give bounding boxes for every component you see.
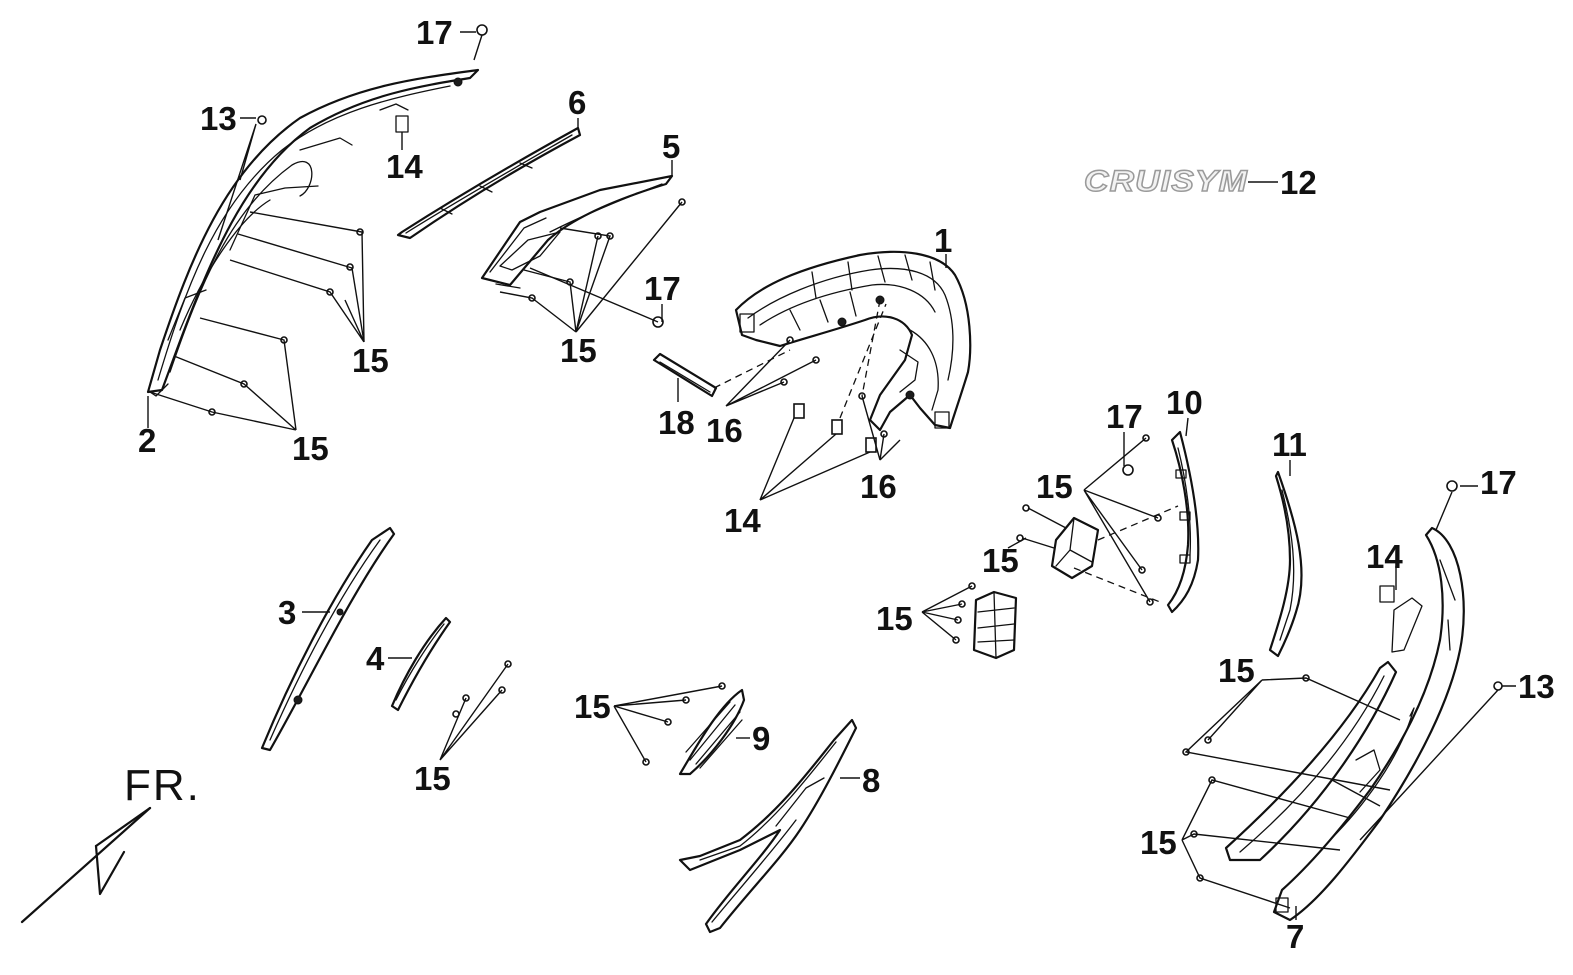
front-direction-indicator: FR. — [20, 761, 201, 924]
callout-1: 1 — [934, 222, 952, 259]
callout-15: 15 — [414, 760, 451, 797]
callout-15: 15 — [1036, 468, 1073, 505]
callout-18: 18 — [658, 404, 695, 441]
part-12-emblem: CRUISYM — [1083, 164, 1248, 198]
part-lamp-unit — [972, 590, 1018, 660]
bolt-17-top — [476, 24, 488, 36]
part-7-right-side-rail — [1224, 526, 1465, 922]
clip-13-right — [1493, 681, 1503, 691]
callout-15: 15 — [560, 332, 597, 369]
clip-13-left — [257, 115, 267, 125]
bolt-17-right — [1122, 464, 1134, 476]
callout-10: 10 — [1166, 384, 1203, 421]
callout-14: 14 — [1366, 538, 1403, 575]
callout-14: 14 — [724, 502, 761, 539]
callout-labels: 17 13 14 6 5 12 1 15 15 17 2 15 18 16 17… — [138, 14, 1555, 955]
part-3-long-trim — [260, 526, 396, 752]
callout-3: 3 — [278, 594, 296, 631]
callout-17: 17 — [1480, 464, 1517, 501]
callout-15: 15 — [982, 542, 1019, 579]
callout-2: 2 — [138, 422, 156, 459]
bolt-17-far-right — [1446, 480, 1458, 492]
callout-15: 15 — [292, 430, 329, 467]
part-10-rear-lens — [1166, 430, 1200, 614]
callout-4: 4 — [366, 640, 385, 677]
callout-15: 15 — [1140, 824, 1177, 861]
clip-14 — [793, 403, 805, 419]
callout-15: 15 — [574, 688, 611, 725]
part-1-rear-housing — [734, 250, 972, 432]
part-5-trim-panel — [480, 174, 674, 289]
callout-17: 17 — [416, 14, 453, 51]
callout-7: 7 — [1286, 918, 1304, 955]
part-2-left-side-rail — [146, 68, 480, 397]
callout-16: 16 — [706, 412, 743, 449]
callout-15: 15 — [876, 600, 913, 637]
callout-17: 17 — [1106, 398, 1143, 435]
part-bracket-block — [1050, 516, 1100, 580]
callout-16: 16 — [860, 468, 897, 505]
part-4-short-trim — [390, 616, 452, 712]
part-11-side-strip — [1268, 470, 1303, 658]
callout-9: 9 — [752, 720, 770, 757]
callout-13: 13 — [200, 100, 237, 137]
callout-15: 15 — [1218, 652, 1255, 689]
callout-13: 13 — [1518, 668, 1555, 705]
part-9-grille — [678, 688, 746, 776]
part-8-lower-side-panel — [678, 718, 858, 934]
emblem-text: CRUISYM — [1084, 165, 1248, 198]
part-18-support-bar — [652, 352, 718, 398]
callout-11: 11 — [1272, 426, 1307, 463]
clip-14 — [831, 419, 843, 435]
front-direction-label: FR. — [124, 761, 201, 810]
part-6-upper-trim-strip — [396, 126, 582, 240]
leader-lines — [147, 31, 1516, 920]
callout-5: 5 — [662, 128, 680, 165]
callout-15: 15 — [352, 342, 389, 379]
callout-14: 14 — [386, 148, 423, 185]
callout-17: 17 — [644, 270, 681, 307]
callout-12: 12 — [1280, 164, 1317, 201]
callout-6: 6 — [568, 84, 586, 121]
callout-8: 8 — [862, 762, 880, 799]
